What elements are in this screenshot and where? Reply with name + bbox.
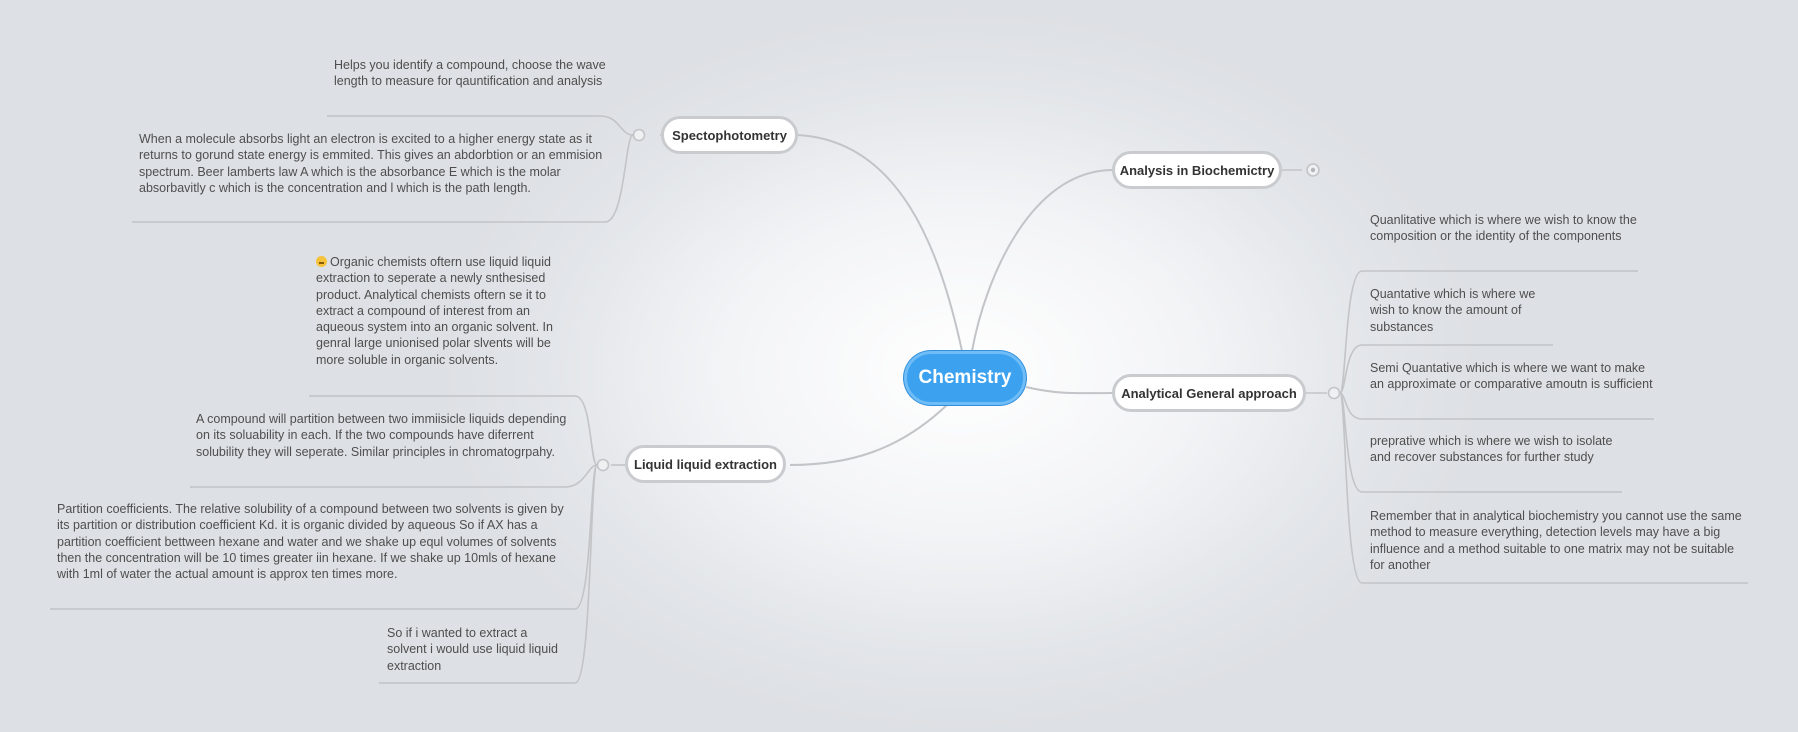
note-approach-qualitative: Quanlitative which is where we wish to k…: [1370, 213, 1637, 244]
topic-spectophotometry[interactable]: Spectophotometry: [661, 116, 798, 154]
note-liquid-organic-chemists-text: Organic chemists oftern use liquid liqui…: [316, 255, 553, 367]
topic-analysis-in-biochemictry[interactable]: Analysis in Biochemictry: [1112, 151, 1282, 189]
connector-central-liquid: [789, 403, 949, 466]
note-liquid-extract-solvent: So if i wanted to extract a solvent i wo…: [387, 626, 558, 673]
note-liquid-partition-coefficients: Partition coefficients. The relative sol…: [57, 502, 564, 582]
note-spectophotometry-identify: Helps you identify a compound, choose th…: [334, 58, 606, 89]
face-emoji-icon: [316, 256, 327, 267]
topic-liquid-liquid-extraction[interactable]: Liquid liquid extraction: [625, 445, 786, 483]
connector-central-spectophotometry: [796, 134, 963, 352]
central-topic-chemistry[interactable]: Chemistry: [904, 351, 1026, 405]
approach-joint: [1327, 386, 1341, 400]
liquid-joint: [596, 458, 610, 472]
note-approach-semi-quantitative: Semi Quantative which is where we want t…: [1370, 361, 1653, 392]
note-liquid-partition: A compound will partition between two im…: [196, 412, 567, 459]
note-approach-preparative: preprative which is where we wish to iso…: [1370, 434, 1613, 465]
topic-analytical-general-approach[interactable]: Analytical General approach: [1112, 374, 1306, 412]
connector-central-analysis: [971, 169, 1114, 352]
note-approach-quantitative: Quantative which is where we wish to kno…: [1370, 287, 1536, 334]
note-spectophotometry-absorption: When a molecule absorbs light an electro…: [139, 132, 603, 195]
collapse-toggle-icon[interactable]: [1305, 162, 1321, 178]
connector-central-approach: [1025, 386, 1114, 395]
note-liquid-organic-chemists: Organic chemists oftern use liquid liqui…: [316, 254, 574, 368]
spectophotometry-joint: [632, 128, 646, 142]
note-approach-remember: Remember that in analytical biochemistry…: [1370, 509, 1742, 572]
